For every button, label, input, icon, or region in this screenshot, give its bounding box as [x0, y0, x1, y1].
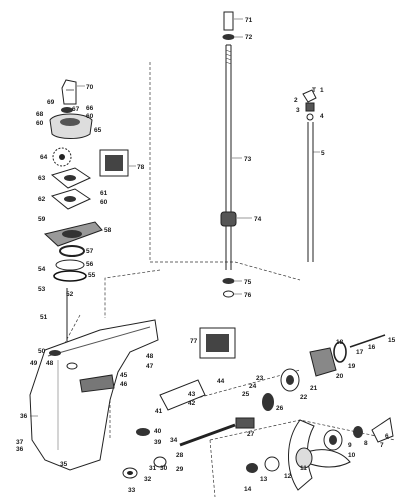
callout-13: 13	[260, 476, 268, 483]
callout-28: 28	[176, 452, 184, 459]
callout-62: 62	[38, 196, 46, 203]
callout-53: 53	[38, 286, 46, 293]
callout-23: 23	[256, 375, 264, 382]
water-pump-assembly	[43, 79, 129, 345]
callout-7: 7	[380, 442, 384, 449]
gearcase-housing	[29, 319, 159, 471]
callout-48: 48	[146, 353, 154, 360]
callout-21: 21	[310, 385, 318, 392]
callout-59: 59	[38, 216, 46, 223]
callout-31: 31	[149, 465, 157, 472]
callout-17: 17	[356, 349, 364, 356]
callout-60-mid: 60	[100, 199, 108, 206]
callout-63: 63	[38, 175, 46, 182]
callout-57: 57	[86, 248, 94, 255]
callout-60-left: 60	[36, 120, 44, 127]
shift-rod	[302, 89, 317, 262]
callout-t: T	[312, 87, 316, 94]
callout-74: 74	[254, 216, 262, 223]
callout-32: 32	[144, 476, 152, 483]
callout-73: 73	[244, 156, 252, 163]
callout-18: 18	[336, 339, 344, 346]
callout-43: 43	[188, 391, 196, 398]
callout-67: 67	[72, 106, 80, 113]
callout-labels: 71 72 70 T 1 2 3 4 5 69 67 66 68 60 60 6…	[16, 17, 396, 494]
callout-2: 2	[294, 97, 298, 104]
callout-27: 27	[247, 431, 255, 438]
drive-shaft	[220, 11, 237, 298]
callout-66: 66	[86, 105, 94, 112]
callout-51: 51	[40, 314, 48, 321]
propeller-assembly	[246, 417, 394, 491]
callout-36: 36	[16, 446, 24, 453]
callout-77: 77	[190, 338, 198, 345]
callout-47: 47	[146, 363, 154, 370]
callout-19: 19	[348, 363, 356, 370]
callout-54: 54	[38, 266, 46, 273]
callout-76: 76	[244, 292, 252, 299]
callout-1: 1	[320, 87, 324, 94]
callout-71: 71	[245, 17, 253, 24]
callout-20: 20	[336, 373, 344, 380]
callout-12: 12	[284, 473, 292, 480]
callout-14: 14	[244, 486, 252, 493]
callout-34: 34	[170, 437, 178, 444]
callout-56: 56	[86, 261, 94, 268]
callout-33: 33	[128, 487, 136, 494]
callout-61: 61	[100, 190, 108, 197]
callout-5: 5	[321, 150, 325, 157]
callout-69: 69	[47, 99, 55, 106]
callout-48-left: 48	[46, 360, 54, 367]
callout-46: 46	[120, 381, 128, 388]
callout-60-top: 60	[86, 113, 94, 120]
callout-45: 45	[120, 372, 128, 379]
callout-39: 39	[154, 439, 162, 446]
callout-9: 9	[348, 442, 352, 449]
callout-30: 30	[160, 465, 168, 472]
callout-49: 49	[30, 360, 38, 367]
callout-79: 78	[137, 164, 145, 171]
callout-10: 10	[348, 452, 356, 459]
callout-22: 22	[300, 394, 308, 401]
callout-75: 75	[244, 279, 252, 286]
callout-65: 65	[94, 127, 102, 134]
callout-15: 15	[388, 337, 396, 344]
callout-8: 8	[364, 440, 368, 447]
callout-3: 3	[296, 107, 300, 114]
callout-4: 4	[320, 113, 324, 120]
leader-lines	[30, 18, 320, 417]
callout-42: 42	[188, 400, 196, 407]
callout-58: 58	[104, 227, 112, 234]
callout-52: 52	[66, 291, 74, 298]
callout-68: 68	[36, 111, 44, 118]
callout-70: 70	[86, 84, 94, 91]
callout-25: 25	[242, 391, 250, 398]
lower-drive-components	[122, 327, 386, 479]
callout-72: 72	[245, 34, 253, 41]
callout-36-main: 36	[20, 413, 28, 420]
callout-50: 50	[38, 348, 46, 355]
callout-40: 40	[154, 428, 162, 435]
callout-6: 6	[385, 433, 389, 440]
callout-64: 64	[40, 154, 48, 161]
callout-35: 35	[60, 461, 68, 468]
callout-37: 37	[16, 439, 24, 446]
callout-44: 44	[217, 378, 225, 385]
callout-29: 29	[176, 466, 184, 473]
callout-55: 55	[88, 272, 96, 279]
callout-11: 11	[300, 465, 307, 472]
callout-41: 41	[155, 408, 163, 415]
callout-24: 24	[249, 383, 257, 390]
callout-26: 26	[276, 405, 284, 412]
callout-16: 16	[368, 344, 376, 351]
